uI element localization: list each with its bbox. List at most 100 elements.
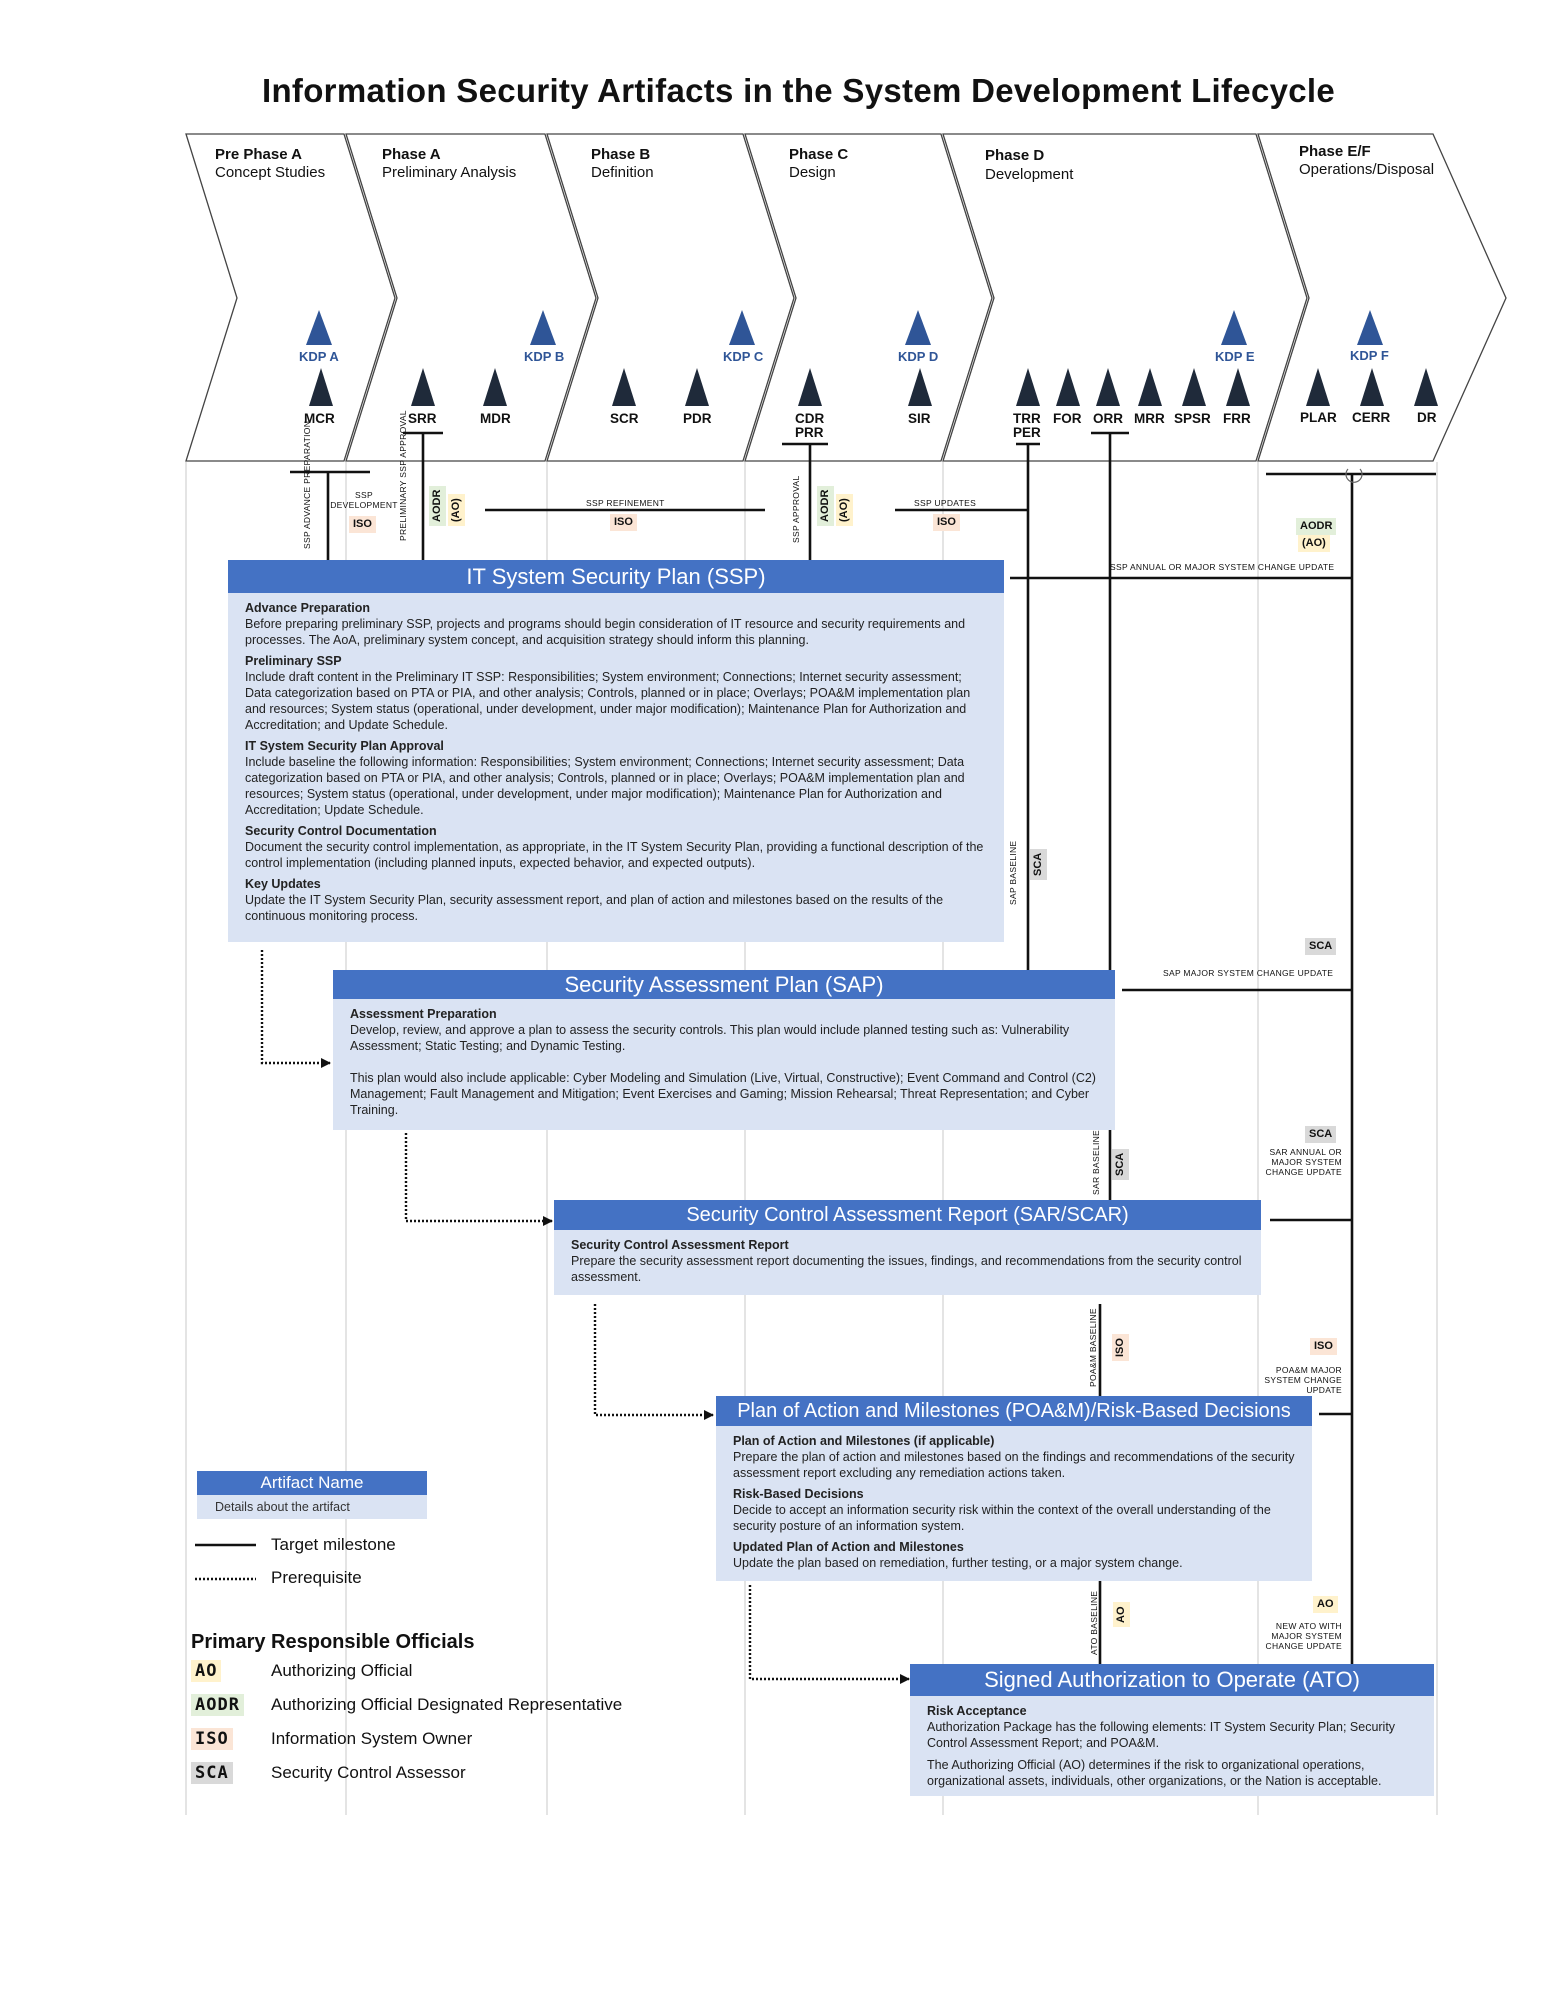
milestone-plar: PLAR bbox=[1300, 410, 1337, 425]
kdp-a-triangle bbox=[306, 310, 332, 345]
phase-d-title: Phase D bbox=[985, 147, 1045, 164]
official-code-aodr: AODR bbox=[191, 1694, 244, 1716]
sca-badge-sar-baseline: SCA bbox=[1112, 1148, 1129, 1180]
milestone-scr: SCR bbox=[610, 411, 639, 426]
phase-chevron-b bbox=[546, 133, 795, 462]
sap-heading: Assessment Preparation bbox=[350, 1007, 497, 1021]
legend-artifact-details: Details about the artifact bbox=[197, 1495, 427, 1519]
ao-paren-badge-annual: (AO) bbox=[1298, 535, 1330, 552]
milestone-mdr: MDR bbox=[480, 411, 511, 426]
phase-c-subtitle: Design bbox=[789, 164, 836, 181]
phase-c-title: Phase C bbox=[789, 146, 849, 163]
sir-triangle bbox=[908, 368, 932, 406]
ssp-section-heading: Advance Preparation bbox=[245, 601, 371, 615]
milestone-per: PER bbox=[1013, 425, 1041, 440]
milestone-cdr: CDR bbox=[795, 411, 825, 426]
mcr-triangle bbox=[309, 368, 333, 406]
official-name-aodr: Authorizing Official Designated Represen… bbox=[271, 1695, 623, 1714]
sar-text: Prepare the security assessment report d… bbox=[571, 1254, 1242, 1284]
sar-title: Security Control Assessment Report (SAR/… bbox=[554, 1200, 1261, 1230]
phase-chevron-d bbox=[942, 133, 1308, 462]
iso-badge-ssp-updates: ISO bbox=[933, 514, 960, 531]
ao-badge-ato-baseline: AO bbox=[1113, 1602, 1130, 1627]
ssp-section-text: Include baseline the following informati… bbox=[245, 755, 965, 817]
sap-body: Assessment Preparation Develop, review, … bbox=[333, 999, 1115, 1124]
milestone-frr: FRR bbox=[1223, 411, 1251, 426]
ssp-section-heading: Key Updates bbox=[245, 877, 321, 891]
kdp-f-label: KDP F bbox=[1350, 348, 1389, 363]
orr-triangle bbox=[1096, 368, 1120, 406]
aodr-badge-ssp-approval: AODR bbox=[817, 485, 834, 526]
scr-triangle bbox=[612, 368, 636, 406]
aodr-badge-annual: AODR bbox=[1296, 518, 1337, 535]
ssp-approval-label: SSP APPROVAL bbox=[791, 475, 801, 543]
kdp-f-triangle bbox=[1357, 310, 1383, 345]
iso-badge-ssp-refinement: ISO bbox=[610, 514, 637, 531]
mdr-triangle bbox=[483, 368, 507, 406]
ato-text: Authorization Package has the following … bbox=[927, 1720, 1396, 1750]
dr-triangle bbox=[1414, 368, 1438, 406]
phase-ef-subtitle: Operations/Disposal bbox=[1299, 161, 1435, 178]
phase-ef-title: Phase E/F bbox=[1299, 143, 1371, 160]
phase-pre-a-subtitle: Concept Studies bbox=[215, 164, 326, 181]
ssp-body: Advance Preparation Before preparing pre… bbox=[228, 593, 1004, 930]
ssp-updates-label: SSP UPDATES bbox=[914, 498, 977, 508]
milestone-mrr: MRR bbox=[1134, 411, 1165, 426]
poam-section-text: Prepare the plan of action and milestone… bbox=[733, 1450, 1295, 1480]
kdp-a-label: KDP A bbox=[299, 349, 339, 364]
poam-section-text: Decide to accept an information security… bbox=[733, 1503, 1271, 1533]
official-code-sca: SCA bbox=[191, 1762, 233, 1784]
kdp-b-triangle bbox=[530, 310, 556, 345]
official-name-iso: Information System Owner bbox=[271, 1729, 473, 1748]
ssp-title: IT System Security Plan (SSP) bbox=[228, 560, 1004, 593]
iso-badge-poam-baseline: ISO bbox=[1112, 1334, 1129, 1361]
kdp-c-label: KDP C bbox=[723, 349, 764, 364]
ao-paren-badge-ssp-approval: (AO) bbox=[836, 494, 853, 526]
iso-badge-poam-update: ISO bbox=[1310, 1338, 1337, 1355]
phase-a-subtitle: Preliminary Analysis bbox=[382, 164, 517, 181]
sap-baseline-label: SAP BASELINE bbox=[1008, 840, 1018, 905]
sar-artifact: Security Control Assessment Report (SAR/… bbox=[554, 1200, 1261, 1295]
ato-body: Risk Acceptance Authorization Package ha… bbox=[910, 1696, 1434, 1795]
ssp-section-text: Include draft content in the Preliminary… bbox=[245, 670, 971, 732]
phase-b-subtitle: Definition bbox=[591, 164, 654, 181]
ato-text-2: The Authorizing Official (AO) determines… bbox=[927, 1758, 1382, 1788]
milestone-for: FOR bbox=[1053, 411, 1082, 426]
sap-text: Develop, review, and approve a plan to a… bbox=[350, 1023, 1070, 1053]
poam-baseline-label: POA&M BASELINE bbox=[1088, 1308, 1098, 1387]
sap-artifact: Security Assessment Plan (SAP) Assessmen… bbox=[333, 970, 1115, 1130]
ssp-section-heading: Preliminary SSP bbox=[245, 654, 342, 668]
milestone-pdr: PDR bbox=[683, 411, 712, 426]
cdr-triangle bbox=[798, 368, 822, 406]
milestone-orr: ORR bbox=[1093, 411, 1123, 426]
ssp-section-heading: Security Control Documentation bbox=[245, 824, 437, 838]
sca-badge-sap-baseline: SCA bbox=[1030, 848, 1047, 880]
phase-chevron-pre-a bbox=[185, 133, 396, 462]
ato-heading: Risk Acceptance bbox=[927, 1704, 1027, 1718]
ao-badge-new-ato: AO bbox=[1313, 1596, 1338, 1613]
poam-body: Plan of Action and Milestones (if applic… bbox=[716, 1426, 1312, 1577]
milestone-srr: SRR bbox=[408, 411, 437, 426]
milestone-trr: TRR bbox=[1013, 411, 1041, 426]
official-name-ao: Authorizing Official bbox=[271, 1661, 413, 1680]
milestone-sir: SIR bbox=[908, 411, 931, 426]
officials-heading: Primary Responsible Officials bbox=[191, 1631, 475, 1653]
poam-section-heading: Risk-Based Decisions bbox=[733, 1487, 864, 1501]
phase-pre-a-title: Pre Phase A bbox=[215, 146, 302, 163]
trr-triangle bbox=[1016, 368, 1040, 406]
srr-triangle bbox=[411, 368, 435, 406]
ssp-development-label: SSP DEVELOPMENT bbox=[330, 490, 398, 510]
plar-triangle bbox=[1306, 368, 1330, 406]
sap-text-2: This plan would also include applicable:… bbox=[350, 1071, 1096, 1117]
ssp-section-text: Update the IT System Security Plan, secu… bbox=[245, 893, 944, 923]
new-ato-update-label: NEW ATO WITH MAJOR SYSTEM CHANGE UPDATE bbox=[1265, 1621, 1342, 1651]
kdp-b-label: KDP B bbox=[524, 349, 565, 364]
poam-section-heading: Updated Plan of Action and Milestones bbox=[733, 1540, 964, 1554]
aodr-badge-preliminary: AODR bbox=[429, 485, 446, 526]
sar-body: Security Control Assessment Report Prepa… bbox=[554, 1230, 1261, 1291]
pdr-triangle bbox=[685, 368, 709, 406]
page-title: Information Security Artifacts in the Sy… bbox=[262, 72, 1336, 109]
milestone-cerr: CERR bbox=[1352, 410, 1391, 425]
